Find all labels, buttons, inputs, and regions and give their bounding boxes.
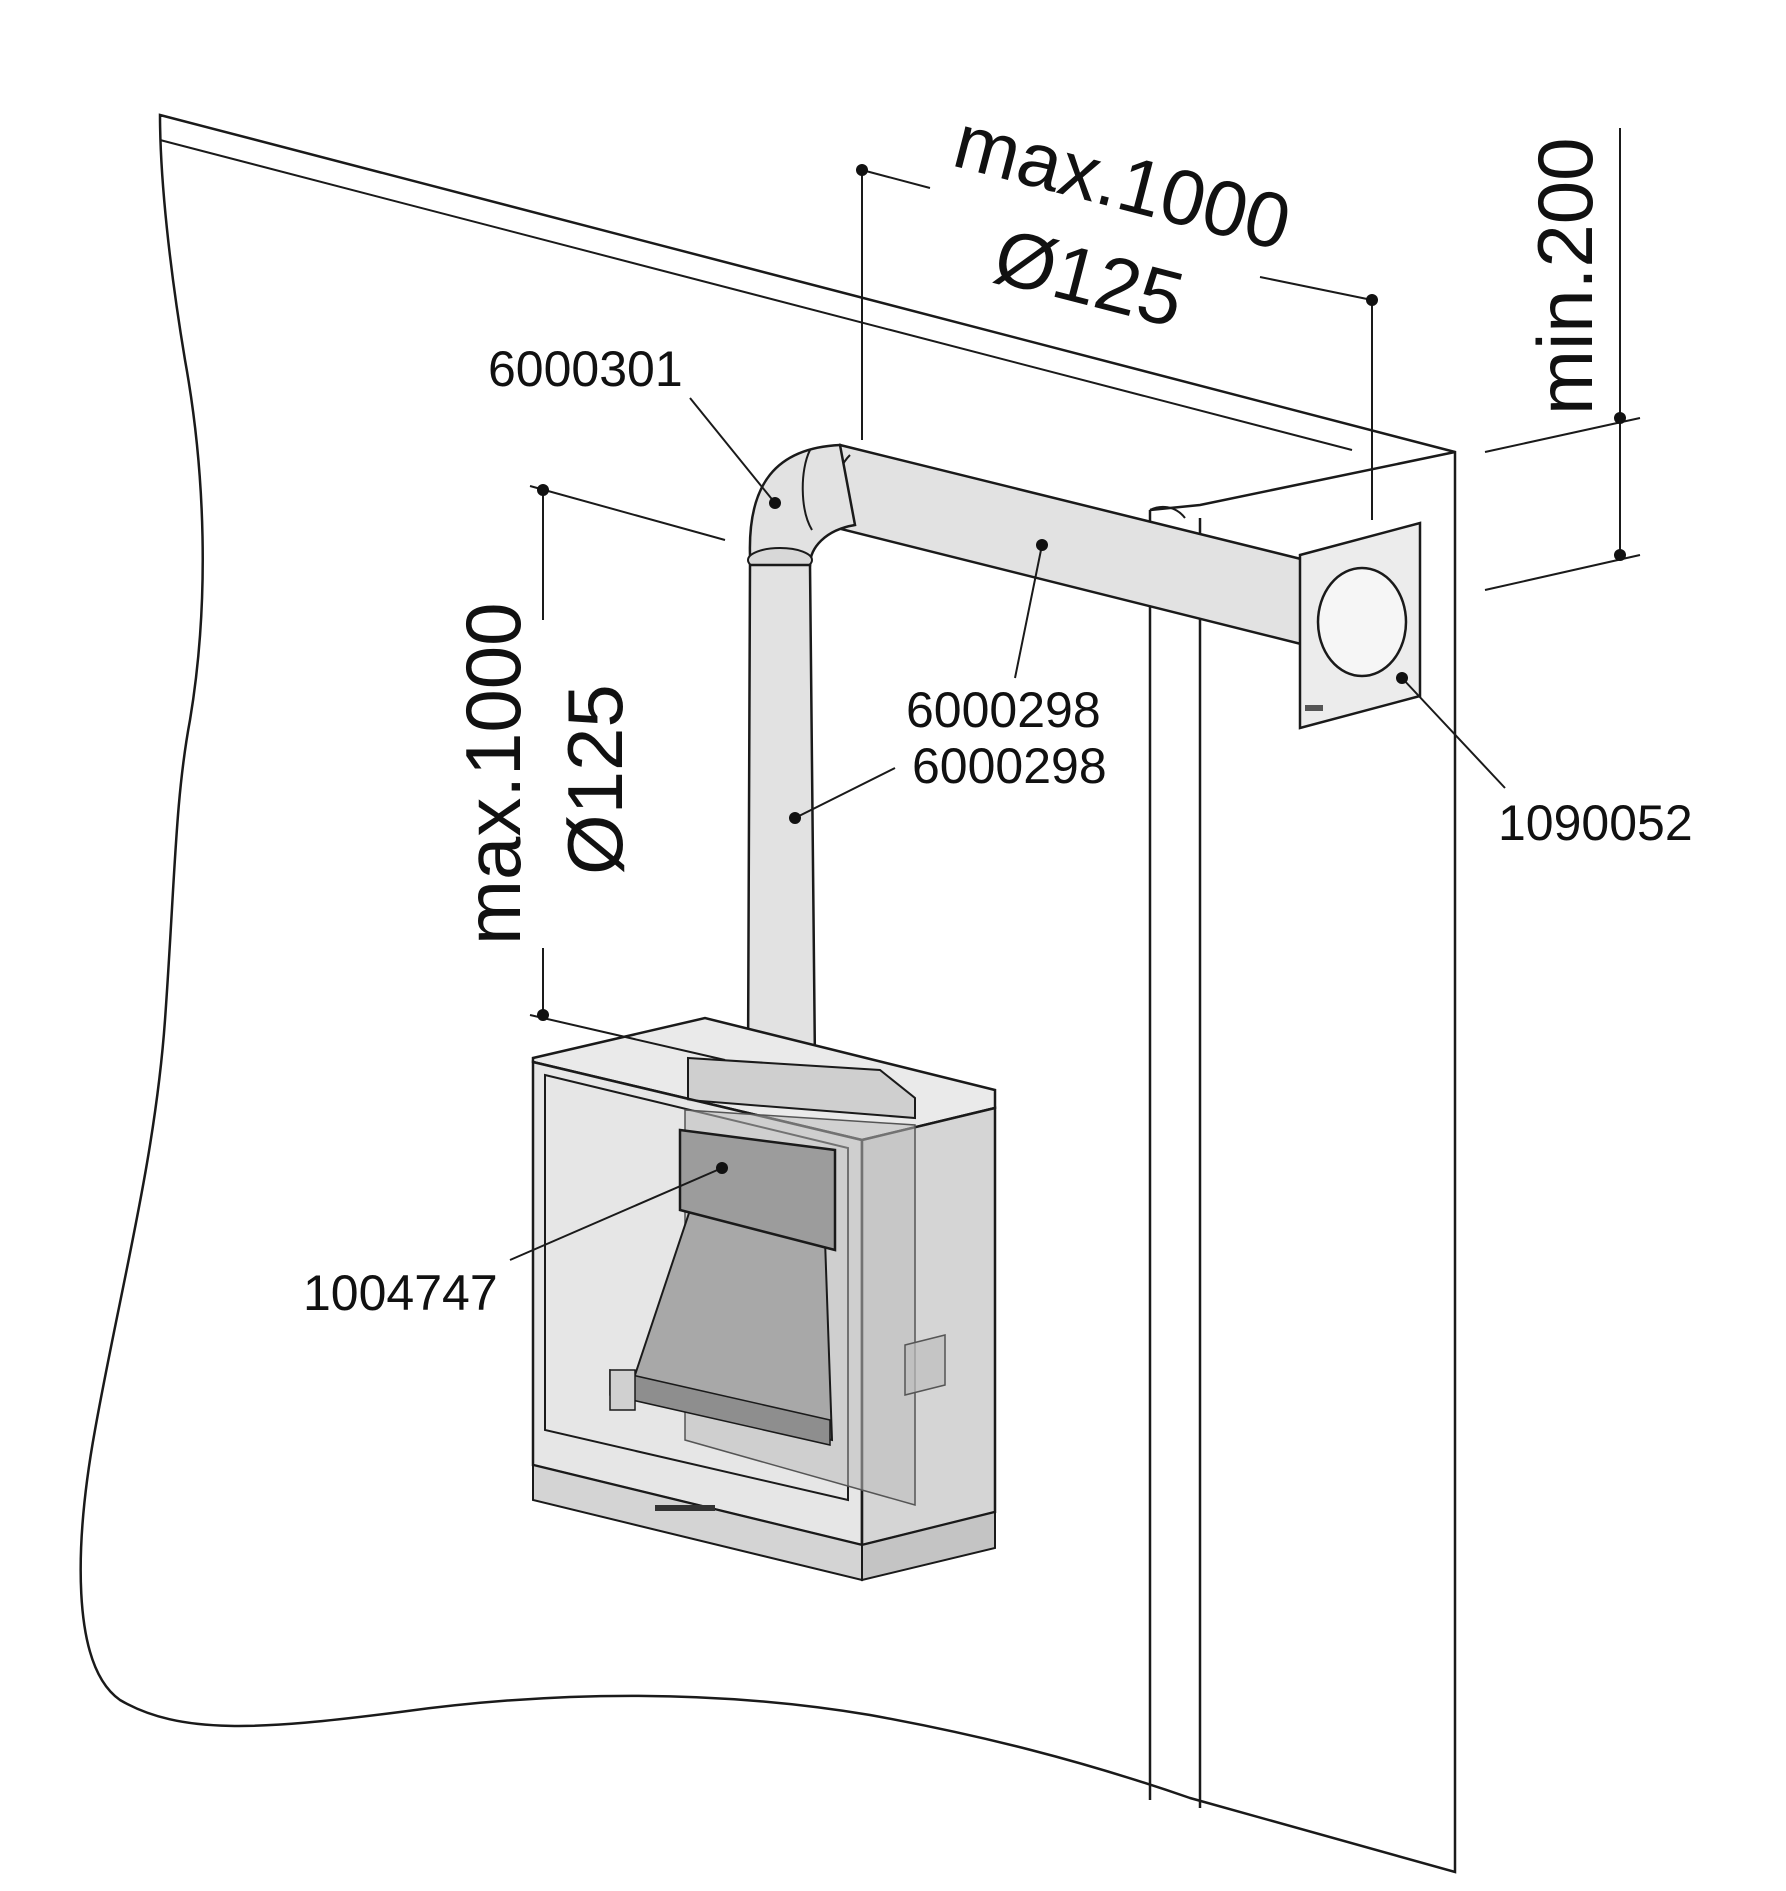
label-pipe-horizontal: 6000298 xyxy=(906,682,1101,738)
wall-terminal xyxy=(1298,521,1422,730)
dim-terminal-clearance: min.200 xyxy=(1521,138,1609,416)
fireplace-box xyxy=(531,1016,997,1582)
elbow xyxy=(747,443,857,573)
dimension-horizontal xyxy=(856,164,1378,520)
wall-column xyxy=(1148,450,1456,1808)
wall-outline xyxy=(79,113,1457,1874)
label-pipe-vertical: 6000298 xyxy=(912,738,1107,794)
horizontal-pipe xyxy=(823,443,1307,647)
vertical-pipe xyxy=(746,563,817,1074)
label-elbow: 6000301 xyxy=(488,341,683,397)
leader-lines xyxy=(509,397,1506,1261)
label-restrictor: 1004747 xyxy=(303,1265,498,1321)
dim-vertical-length: max.1000 xyxy=(449,602,537,945)
label-wall-terminal: 1090052 xyxy=(1498,795,1693,851)
dim-vertical-diameter: Ø125 xyxy=(551,684,639,875)
dimension-clearance xyxy=(1484,128,1641,591)
dimension-vertical xyxy=(529,484,726,1061)
